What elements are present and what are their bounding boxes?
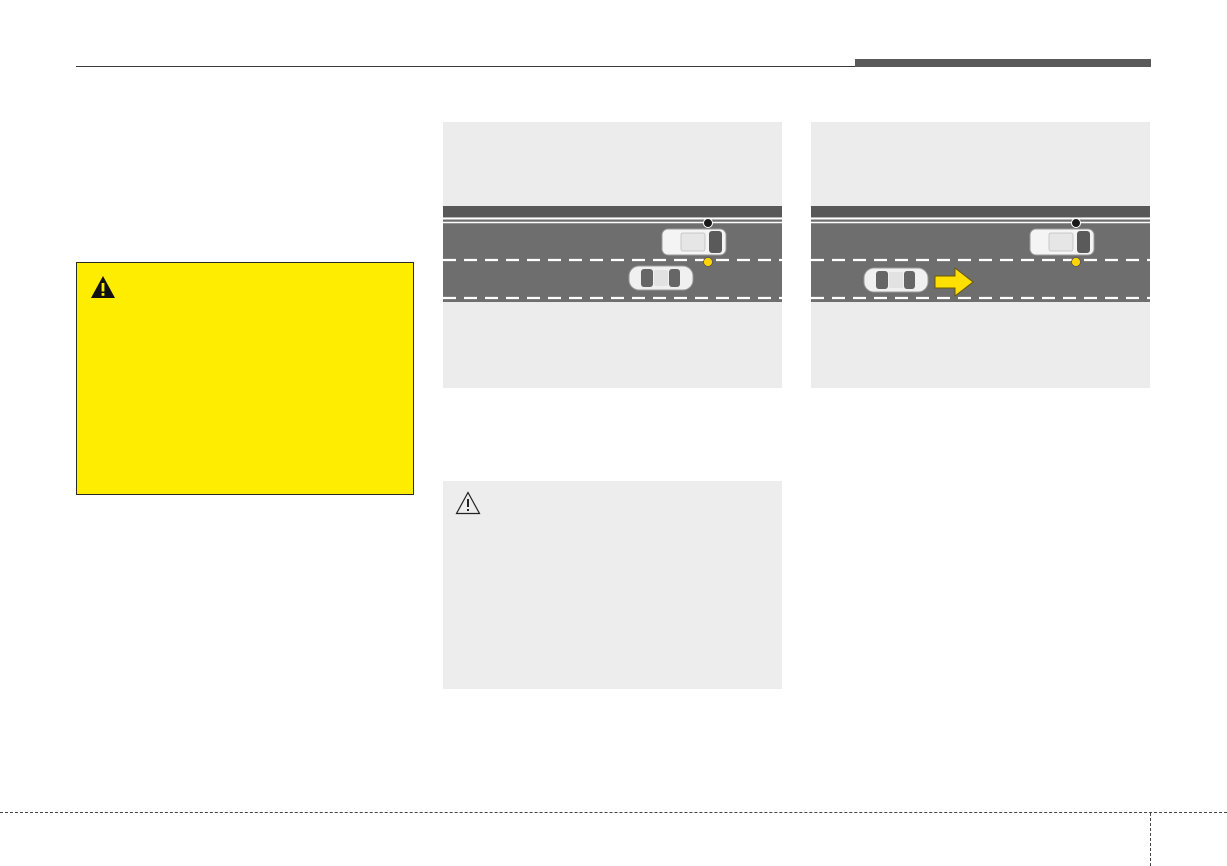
van-icon — [1029, 228, 1095, 256]
sensor-dot-dark — [703, 218, 713, 228]
car-icon — [863, 267, 929, 293]
car-icon — [628, 265, 694, 291]
caution-box — [443, 481, 782, 689]
illustration-vehicle-beside — [443, 122, 782, 388]
road — [443, 206, 782, 302]
footer-divider — [1150, 813, 1151, 866]
sensor-dot-dark — [1071, 218, 1081, 228]
footer-rule — [0, 812, 1227, 813]
header-section-bar — [855, 59, 1151, 67]
road — [811, 206, 1150, 302]
arrow-right-icon — [934, 266, 974, 298]
warning-icon — [91, 276, 115, 298]
sensor-dot-yellow — [703, 257, 713, 267]
warning-box — [76, 262, 414, 495]
sensor-dot-yellow — [1071, 257, 1081, 267]
caution-icon — [455, 491, 481, 515]
van-icon — [661, 228, 727, 256]
header-rule — [76, 66, 856, 67]
illustration-vehicle-approaching — [811, 122, 1150, 388]
